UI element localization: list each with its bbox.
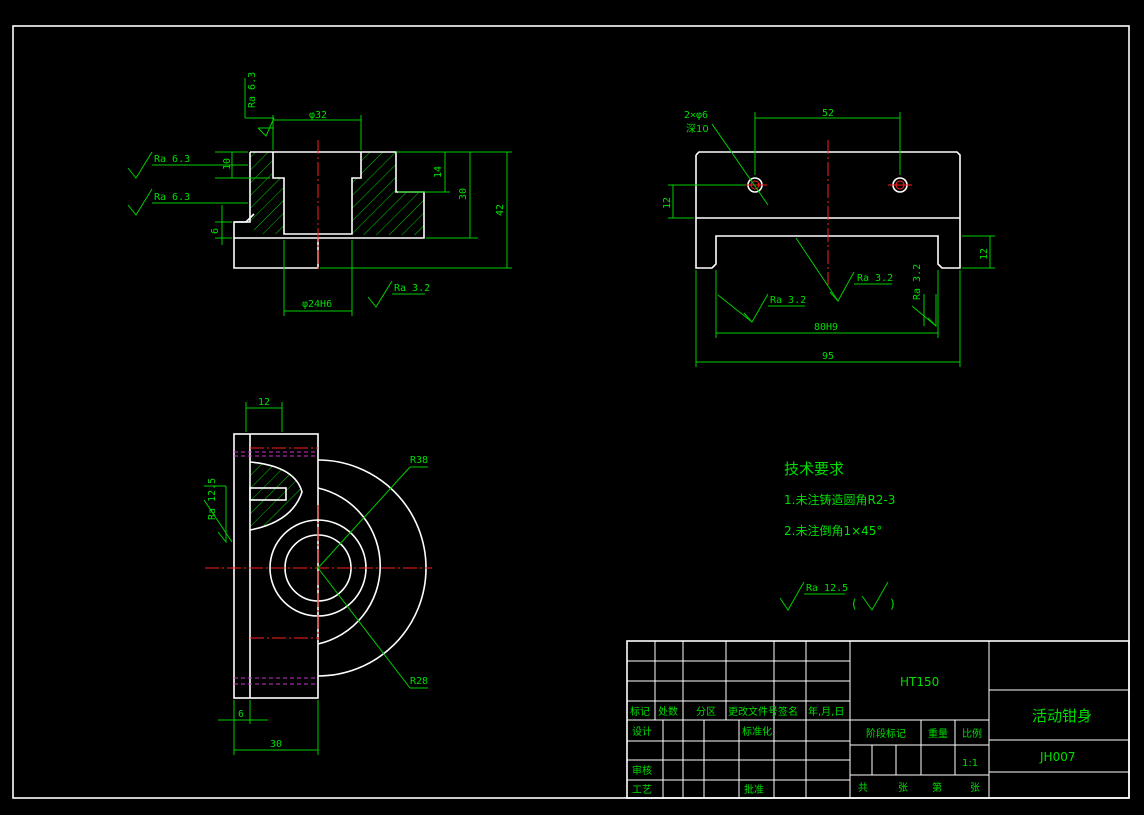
top-view: 12 6 30 R38 R28 Ra 12.5 — [203, 397, 432, 755]
dim-spacing: 52 — [822, 108, 834, 119]
drawing-border — [12, 25, 1130, 799]
tb-part-name: 活动钳身 — [1032, 707, 1092, 725]
tech-item-2: 2.未注倒角1×45° — [784, 523, 882, 538]
tech-title: 技术要求 — [784, 460, 844, 478]
dim-w-30: 30 — [270, 739, 282, 750]
tb-design: 设计 — [632, 725, 652, 738]
dim-h-14: 14 — [433, 166, 444, 178]
roughness-slot-right: Ra 3.2 — [912, 264, 923, 300]
hatch-top — [250, 462, 302, 530]
dim-bore-top: φ32 — [309, 110, 327, 121]
tb-sheets2: 张 — [970, 782, 980, 794]
dim-h-30: 30 — [458, 188, 469, 200]
dim-h12-right: 12 — [979, 248, 990, 260]
roughness-top: Ra 6.3 — [247, 72, 258, 108]
dim-slot: 80H9 — [814, 322, 838, 333]
tb-material: HT150 — [900, 675, 939, 689]
tb-stage-mark: 阶段标记 — [866, 727, 906, 740]
dim-width: 95 — [822, 351, 834, 362]
tb-review: 审核 — [632, 764, 652, 777]
dim-holes-depth: 深10 — [686, 123, 709, 135]
title-block: 标记 处数 分区 更改文件号 签名 年,月,日 设计 标准化 审核 工艺 批准 … — [626, 640, 1130, 799]
tb-approve: 批准 — [744, 783, 764, 796]
tb-standardization: 标准化 — [742, 725, 772, 738]
arc-r28 — [317, 487, 381, 645]
roughness-left-1: Ra 6.3 — [154, 154, 190, 165]
tb-header-docno: 更改文件号 — [728, 705, 778, 718]
tb-scale: 比例 — [962, 727, 982, 740]
dim-holes: 2×φ6 — [684, 110, 708, 121]
partial-section — [249, 461, 303, 531]
side-view: 52 2×φ6 深10 12 12 80H9 95 Ra 3.2 Ra 3.2 … — [662, 108, 995, 367]
roughness-slot-left: Ra 3.2 — [770, 295, 806, 306]
tb-sheet-no: 第 — [932, 781, 942, 794]
tb-sheets1: 张 — [898, 782, 908, 794]
dim-bore-bottom: φ24H6 — [302, 299, 332, 310]
roughness-bottom: Ra 3.2 — [394, 283, 430, 294]
tb-drawing-no: JH007 — [1039, 750, 1075, 764]
hatch-right — [352, 152, 424, 235]
groove — [234, 213, 255, 223]
bore-outline — [272, 152, 362, 235]
top-hole — [249, 487, 287, 501]
side-outline — [695, 151, 961, 269]
tb-header-count: 处数 — [658, 705, 678, 718]
tb-total: 共 — [858, 782, 868, 794]
tb-header-sign: 签名 — [778, 705, 798, 718]
roughness-slot-top: Ra 3.2 — [857, 273, 893, 284]
dim-w-12: 12 — [258, 397, 270, 408]
general-roughness: Ra 12.5 — [806, 583, 848, 594]
dim-h-6: 6 — [210, 228, 221, 234]
dim-h-10: 10 — [222, 158, 233, 170]
tb-weight: 重量 — [928, 727, 948, 740]
tb-header-zone: 分区 — [696, 706, 716, 718]
dim-w-6: 6 — [238, 709, 244, 720]
hatch-left — [250, 152, 284, 234]
dim-h12-left: 12 — [662, 197, 673, 209]
tech-requirements: 技术要求 1.未注铸造圆角R2-3 2.未注倒角1×45° Ra 12.5 ( … — [779, 460, 895, 611]
dim-r38: R38 — [410, 455, 428, 466]
tb-header-mark: 标记 — [630, 706, 650, 718]
dim-r28: R28 — [410, 676, 428, 687]
paren-close: ) — [890, 597, 895, 611]
roughness-left-2: Ra 6.3 — [154, 192, 190, 203]
roughness-top-view: Ra 12.5 — [207, 478, 218, 520]
dim-h-42: 42 — [495, 204, 506, 216]
paren-open: ( — [852, 597, 857, 611]
tb-scale-value: 1:1 — [962, 758, 978, 769]
front-section-view: φ32 φ24H6 10 6 14 30 42 Ra 6.3 Ra 6.3 — [127, 72, 512, 316]
tb-process: 工艺 — [632, 784, 652, 796]
tb-header-date: 年,月,日 — [808, 705, 844, 718]
tech-item-1: 1.未注铸造圆角R2-3 — [784, 492, 895, 507]
check-mark-icon — [861, 581, 889, 611]
